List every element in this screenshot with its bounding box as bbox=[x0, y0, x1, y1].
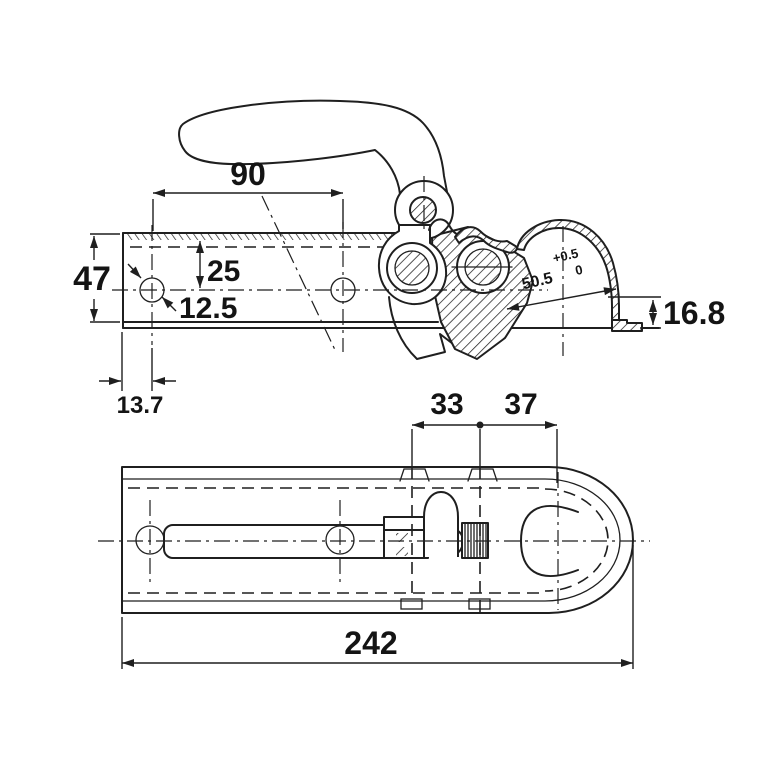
plan-dimensions: 33 37 242 bbox=[121, 388, 634, 669]
plan-hole-right bbox=[325, 525, 355, 555]
housing-hidden-arc bbox=[544, 488, 609, 592]
spring-housing bbox=[423, 491, 459, 557]
dim-pitch-33: 33 bbox=[430, 388, 463, 421]
dim-hole-dia-12-5: 12.5 bbox=[179, 292, 237, 325]
latch-claw bbox=[388, 296, 478, 360]
plan-centerlines bbox=[98, 467, 650, 612]
latch-pin-section bbox=[395, 251, 429, 285]
plan-view: 33 37 242 bbox=[98, 388, 650, 669]
dim-edge-13-7: 13.7 bbox=[117, 392, 164, 419]
adjuster-pin bbox=[451, 240, 513, 294]
dim-offset-25: 25 bbox=[207, 255, 240, 288]
ball-socket bbox=[516, 218, 643, 332]
dim-drop-16-8: 16.8 bbox=[663, 295, 725, 331]
dim-span-90: 90 bbox=[230, 156, 266, 192]
chain-dim-dot bbox=[476, 421, 484, 429]
plate-top-hatch bbox=[126, 234, 392, 240]
housing-outer bbox=[121, 466, 634, 614]
dim-socket-50-5: 50.5 bbox=[520, 270, 554, 294]
housing-outline bbox=[121, 466, 634, 614]
side-view: 90 47 25 12.5 13.7 16.8 bbox=[73, 99, 725, 419]
pivot-pin-section bbox=[410, 197, 436, 223]
latch-bracket bbox=[377, 224, 448, 306]
dim-height-47: 47 bbox=[73, 260, 111, 298]
slot-tab-2 bbox=[467, 468, 498, 482]
dim-length-242: 242 bbox=[344, 625, 397, 661]
adjuster-assembly bbox=[383, 491, 489, 559]
side-dimensions: 90 47 25 12.5 13.7 16.8 bbox=[73, 156, 725, 419]
slot-tab-1 bbox=[399, 468, 430, 482]
socket-opening-arc bbox=[520, 505, 579, 577]
bottom-tab-1 bbox=[400, 598, 423, 610]
dim-pitch-37: 37 bbox=[504, 388, 537, 421]
plan-hole-left bbox=[135, 525, 165, 555]
housing-inner bbox=[121, 478, 621, 602]
latch-step bbox=[383, 516, 429, 531]
dim-socket-tol-lower: 0 bbox=[574, 262, 584, 278]
dim-socket-group: 50.5 +0.5 0 bbox=[520, 245, 584, 294]
pressed-flange bbox=[428, 218, 518, 254]
dim-socket-tol-upper: +0.5 bbox=[551, 245, 579, 265]
